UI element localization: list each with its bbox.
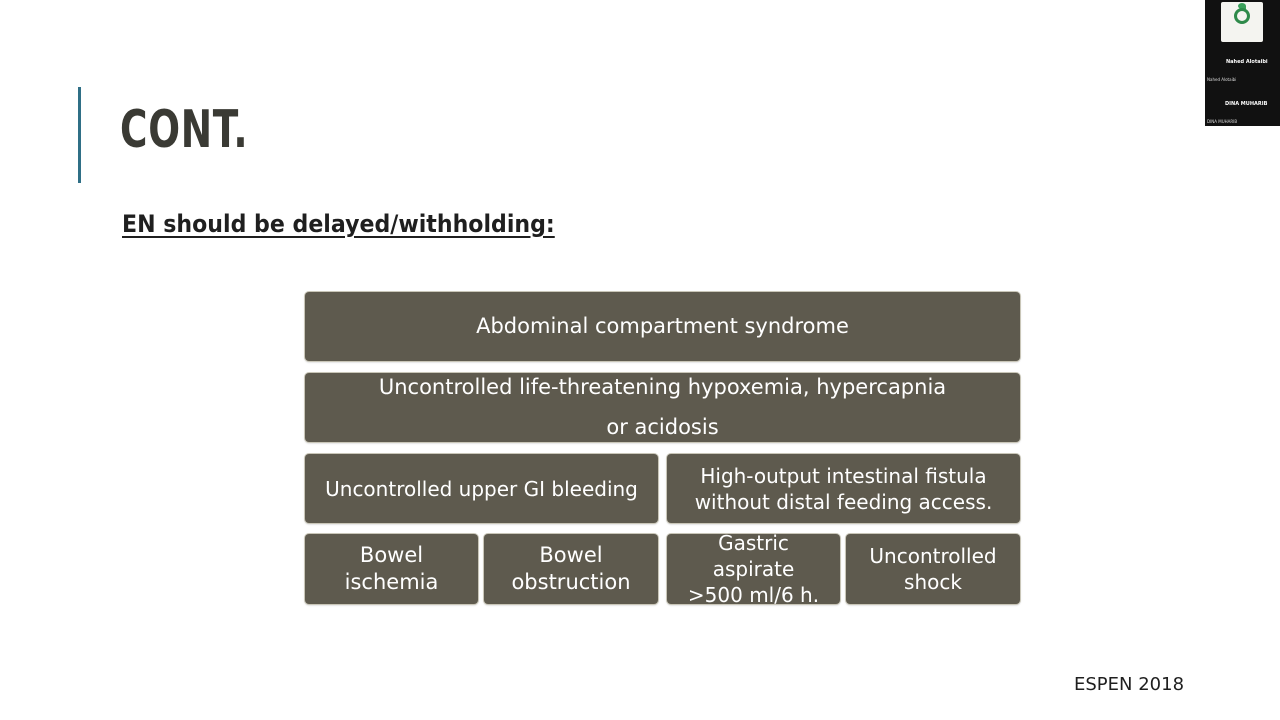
box-obstruction-line2: obstruction — [511, 570, 631, 594]
box-uncontrolled-shock: Uncontrolled shock — [846, 534, 1020, 604]
participant-name-2: DINA MUHARIB — [1225, 101, 1268, 107]
box-gi-bleeding-text: Uncontrolled upper GI bleeding — [325, 476, 638, 501]
box-bowel-obstruction: Bowel obstruction — [484, 534, 658, 604]
box-bowel-ischemia: Bowel ischemia — [305, 534, 478, 604]
participant-label-2: DINA MUHARIB — [1207, 119, 1238, 124]
box-gastric-line1: Gastric aspirate — [712, 531, 795, 581]
box-gastric-line2: >500 ml/6 h. — [687, 583, 820, 607]
participant-name-1: Nahed Alotaibi — [1226, 59, 1268, 65]
slide-title: CONT. — [120, 100, 249, 160]
box-ischemia-line1: Bowel — [359, 542, 424, 567]
box-fistula-line1: High-output intestinal fistula — [700, 463, 987, 488]
box-shock-line2: shock — [904, 570, 962, 594]
organization-logo — [1221, 2, 1263, 42]
box-abdominal-compartment: Abdominal compartment syndrome — [305, 292, 1020, 361]
box-hypoxemia-line1: Uncontrolled life-threatening hypoxemia,… — [378, 374, 947, 399]
box-hypoxemia: Uncontrolled life-threatening hypoxemia,… — [305, 373, 1020, 442]
box-gi-bleeding: Uncontrolled upper GI bleeding — [305, 454, 658, 523]
leaf-icon — [1238, 3, 1246, 9]
title-accent-bar — [78, 87, 81, 183]
box-shock-line1: Uncontrolled — [869, 544, 997, 568]
box-fistula: High-output intestinal fistula without d… — [667, 454, 1020, 523]
participant-label-1: Nahed Alotaibi — [1207, 77, 1237, 82]
slide-subtitle: EN should be delayed/withholding: — [122, 210, 555, 238]
box-gastric-aspirate: Gastric aspirate >500 ml/6 h. — [667, 531, 840, 607]
slide-footer-source: ESPEN 2018 — [1074, 674, 1185, 695]
box-obstruction-line1: Bowel — [539, 542, 603, 567]
box-hypoxemia-line2: or acidosis — [606, 414, 719, 439]
logo-ring-icon — [1234, 8, 1250, 24]
box-fistula-line2: without distal feeding access. — [694, 489, 993, 514]
participant-video-panel[interactable]: Nahed Alotaibi Nahed Alotaibi DINA MUHAR… — [1205, 0, 1280, 126]
box-ischemia-line2: ischemia — [344, 570, 439, 594]
box-abdominal-text: Abdominal compartment syndrome — [476, 313, 849, 338]
